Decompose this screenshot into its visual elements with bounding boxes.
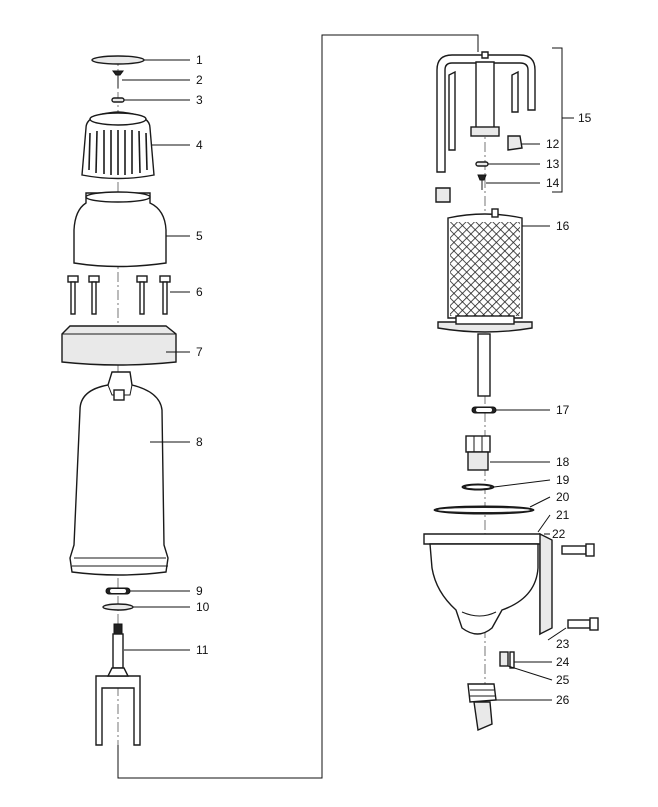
part-2-screw [112, 70, 124, 88]
label-5: 5 [196, 229, 203, 243]
label-12: 12 [546, 137, 560, 151]
label-23: 23 [556, 637, 570, 651]
part-9-o-ring [105, 587, 131, 595]
assembly-connector-line [117, 34, 479, 779]
label-13: 13 [546, 157, 560, 171]
part-11-fork-shaft [95, 623, 141, 746]
part-10-washer [102, 603, 134, 611]
part-16-mesh-filter [437, 208, 533, 397]
part-25-plug [499, 651, 509, 667]
part-22-bolt [561, 543, 595, 557]
part-6-bolts [67, 275, 171, 315]
part-26-hose-fitting [467, 683, 497, 732]
part-20-gasket [433, 505, 535, 515]
label-4: 4 [196, 138, 203, 152]
part-19-o-ring [461, 483, 495, 491]
leader-lines [122, 59, 574, 701]
part-8-main-housing [69, 371, 169, 576]
part-21-22-bowl-housing [423, 532, 553, 636]
label-3: 3 [196, 93, 203, 107]
label-19: 19 [556, 473, 570, 487]
part-4-knurled-knob [81, 111, 155, 180]
part-7-flange-ring [61, 325, 177, 366]
label-9: 9 [196, 584, 203, 598]
label-24: 24 [556, 655, 570, 669]
label-22: 22 [552, 527, 566, 541]
part-13-washer [475, 161, 489, 167]
label-25: 25 [556, 673, 570, 687]
part-15-group-bracket [552, 47, 563, 193]
part-17-o-ring [471, 406, 497, 414]
part-14-screw [477, 174, 487, 190]
part-15-bracket-frame [435, 51, 536, 203]
part-1-cap-disc [91, 55, 145, 65]
part-24-pin [509, 651, 515, 669]
part-5-bowl-cover [73, 191, 167, 268]
label-10: 10 [196, 600, 210, 614]
label-1: 1 [196, 53, 203, 67]
label-7: 7 [196, 345, 203, 359]
label-18: 18 [556, 455, 570, 469]
part-3-washer [111, 97, 125, 103]
label-17: 17 [556, 403, 570, 417]
part-12-small-block [507, 135, 523, 151]
label-2: 2 [196, 73, 203, 87]
label-26: 26 [556, 693, 570, 707]
label-14: 14 [546, 176, 560, 190]
label-6: 6 [196, 285, 203, 299]
part-23-bolt [567, 617, 599, 631]
label-8: 8 [196, 435, 203, 449]
label-15: 15 [578, 111, 592, 125]
label-21: 21 [556, 508, 570, 522]
label-16: 16 [556, 219, 570, 233]
label-11: 11 [196, 643, 209, 657]
label-20: 20 [556, 490, 570, 504]
part-18-hex-fitting [465, 435, 491, 471]
